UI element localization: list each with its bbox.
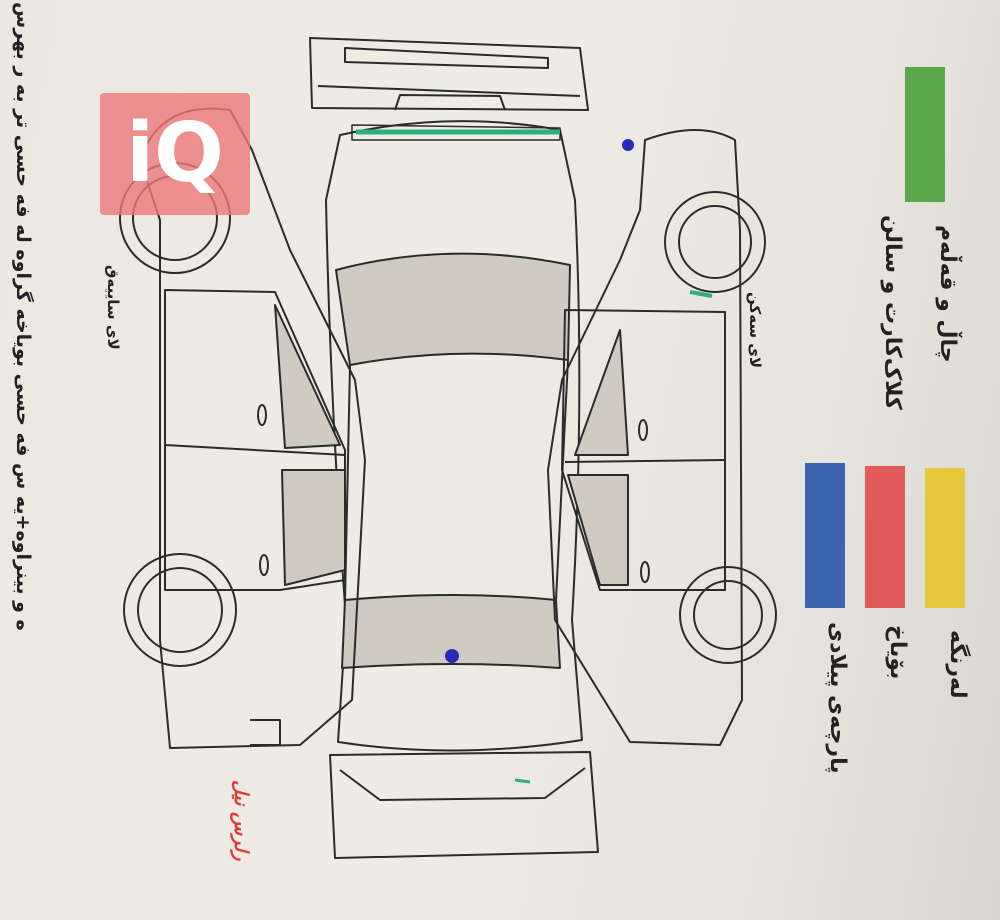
legend-swatch-yellow (925, 468, 965, 608)
car-left-side (119, 107, 366, 749)
watermark-text: iQ (126, 106, 224, 201)
front-bumper (309, 37, 589, 111)
legend-swatch-blue (805, 463, 845, 608)
right-side-label: لای سه‌کن (746, 292, 764, 369)
car-right-side (547, 129, 777, 746)
legend-swatch-red (865, 466, 905, 608)
legend-swatch-green (905, 67, 945, 202)
watermark-logo: iQ (100, 93, 250, 215)
blue-marker-dot (445, 649, 459, 663)
legend-label-green-line1: چاڵ و قه‌ڵه‌م (935, 225, 960, 363)
left-side-label: لای ساییه‌ق (104, 265, 122, 350)
legend-label-green-line2: کلاک‌کارت و سالن (880, 215, 905, 410)
legend-label-blue: پارچه‌ی پیلادی (825, 622, 850, 774)
signature-text: رلرس نیل (230, 780, 252, 861)
header-text: ه و بینراوه+یه س فه حسی بویاخه گراوه له … (12, 2, 34, 631)
legend-label-red: بۆیاخ (885, 625, 910, 680)
rear-bumper (329, 751, 599, 859)
legend-label-yellow: له‌رنگه (945, 630, 970, 699)
blue-marker-dot (622, 139, 634, 151)
